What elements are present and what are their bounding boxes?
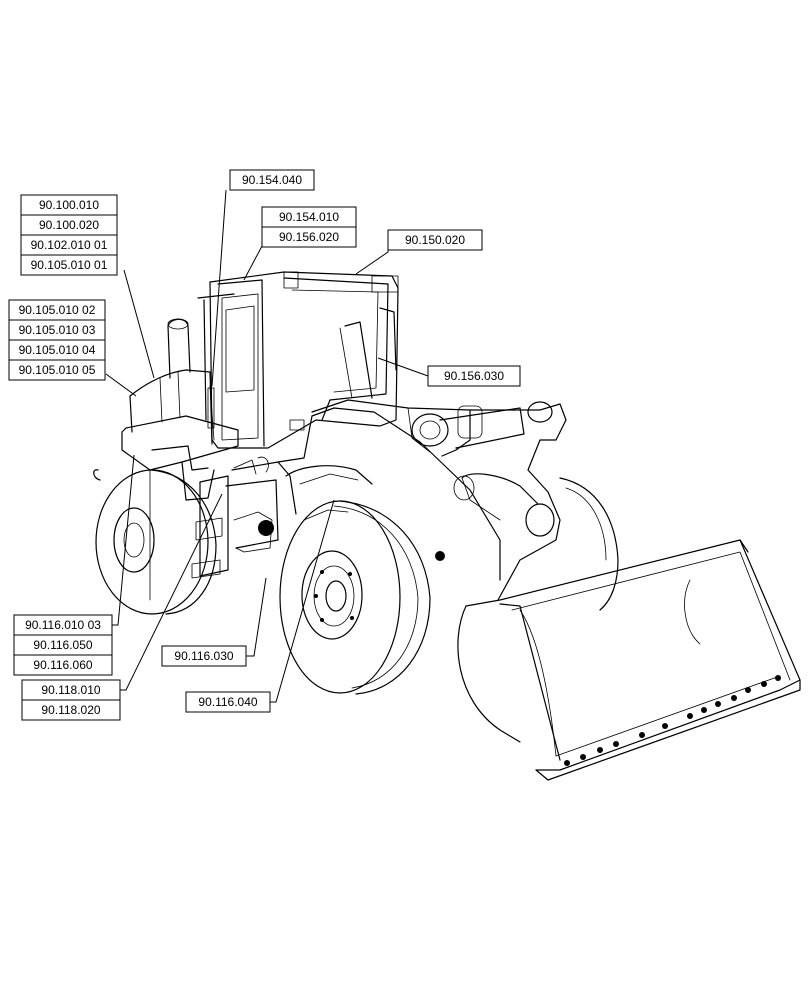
- label-90-100-020: 90.100.020: [39, 218, 99, 232]
- label-cab-roof: 90.150.020: [387, 229, 483, 251]
- label-90-100-010: 90.100.010: [39, 198, 99, 212]
- label-group-rear-fender: 90.116.010 03 90.116.050 90.116.060: [13, 614, 113, 676]
- label-90-105-010-03: 90.105.010 03: [19, 323, 96, 337]
- label-front-fender: 90.116.040: [185, 691, 271, 713]
- label-cab-post: 90.154.040: [229, 169, 315, 191]
- bucket: [457, 539, 801, 781]
- label-90-116-060: 90.116.060: [33, 658, 92, 672]
- label-group-hood-1: 90.100.010 90.100.020 90.102.010 01 90.1…: [20, 194, 118, 276]
- operator-cab: [197, 271, 399, 449]
- label-90-116-050: 90.116.050: [33, 638, 92, 652]
- label-group-steps: 90.118.010 90.118.020: [21, 679, 121, 721]
- label-group-hood-2: 90.105.010 02 90.105.010 03 90.105.010 0…: [8, 299, 106, 381]
- label-90-118-010: 90.118.010: [41, 683, 100, 697]
- lift-arm: [311, 399, 567, 601]
- label-90-156-030: 90.156.030: [444, 369, 504, 383]
- label-frame-side: 90.116.030: [161, 645, 247, 667]
- label-90-105-010-01: 90.105.010 01: [31, 258, 108, 272]
- label-90-116-010-03: 90.116.010 03: [25, 618, 101, 632]
- front-left-wheel: [279, 500, 431, 695]
- label-90-154-040: 90.154.040: [242, 173, 302, 187]
- label-90-105-010-05: 90.105.010 05: [19, 363, 96, 377]
- label-90-150-020: 90.150.020: [405, 233, 465, 247]
- label-90-156-020: 90.156.020: [279, 230, 339, 244]
- label-90-105-010-04: 90.105.010 04: [19, 343, 96, 357]
- label-90-102-010-01: 90.102.010 01: [31, 238, 108, 252]
- rear-left-wheel: [93, 469, 217, 615]
- label-90-116-030: 90.116.030: [174, 649, 233, 663]
- leader-lines: [105, 189, 429, 703]
- front-right-wheel: [559, 477, 619, 611]
- label-group-cab-door: 90.154.010 90.156.020: [261, 206, 357, 248]
- label-windshield: 90.156.030: [427, 365, 521, 387]
- label-90-116-040: 90.116.040: [198, 695, 257, 709]
- exhaust-stack: [167, 318, 191, 379]
- front-frame: [191, 407, 501, 581]
- label-90-118-020: 90.118.020: [41, 703, 100, 717]
- label-90-154-010: 90.154.010: [279, 210, 339, 224]
- label-90-105-010-02: 90.105.010 02: [19, 303, 96, 317]
- engine-hood: [121, 369, 239, 601]
- wheel-loader-illustration: [93, 271, 801, 781]
